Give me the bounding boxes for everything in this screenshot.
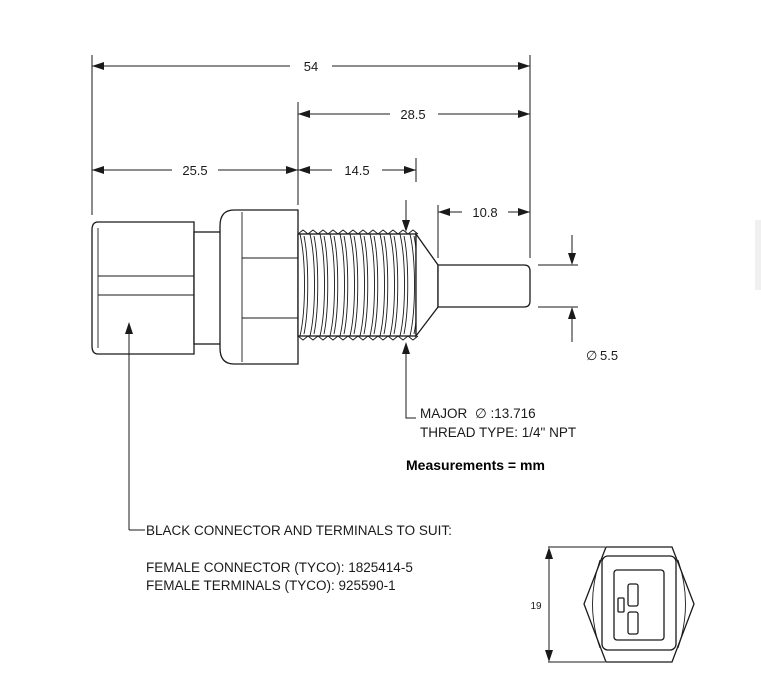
thread-crest xyxy=(357,229,369,235)
thread-ridge xyxy=(339,233,345,337)
thread-ridge xyxy=(319,233,325,337)
terminal-slot xyxy=(627,611,639,635)
thread-ridge xyxy=(373,235,379,335)
thread-crest xyxy=(327,229,339,235)
dim-probe-diameter-symbol: ∅ xyxy=(586,348,597,363)
dim-connector-length: 25.5 xyxy=(182,163,207,178)
major-diameter-value: :13.716 xyxy=(491,406,536,421)
connector-note-heading: BLACK CONNECTOR AND TERMINALS TO SUIT: xyxy=(146,523,452,538)
thread-crest xyxy=(327,335,339,341)
thread-crest xyxy=(387,229,399,235)
dim-probe-length: 10.8 xyxy=(472,205,497,220)
thread-crest xyxy=(347,335,359,341)
thread-note: MAJOR ∅ :13.716 THREAD TYPE: 1/4" NPT Me… xyxy=(406,406,576,473)
thread-crest xyxy=(337,229,349,235)
thread-ridge xyxy=(399,233,405,337)
thread-crest xyxy=(307,229,319,235)
terminal-slot xyxy=(627,583,639,607)
thread-crest xyxy=(347,229,359,235)
thread-type: THREAD TYPE: 1/4" NPT xyxy=(420,425,576,440)
thread-ridge xyxy=(309,233,315,337)
thread-ridge xyxy=(313,235,319,335)
thread-section xyxy=(297,229,419,341)
connector-neck xyxy=(193,231,223,345)
connector-end-view: 19 xyxy=(530,546,695,663)
thread-ridge xyxy=(323,235,329,335)
hex-nut xyxy=(219,209,299,365)
thread-ridge xyxy=(409,233,415,337)
female-terminals-part: FEMALE TERMINALS (TYCO): 925590-1 xyxy=(146,578,396,593)
sensor-side-view xyxy=(91,209,531,365)
thread-crest xyxy=(317,335,329,341)
thread-ridge xyxy=(393,235,399,335)
thread-taper xyxy=(415,231,439,338)
major-diameter-symbol: ∅ xyxy=(475,406,487,421)
probe-tip xyxy=(437,264,531,308)
thread-ridge xyxy=(349,233,355,337)
dim-overall-length: 54 xyxy=(304,59,318,74)
thread-ridge xyxy=(299,233,305,337)
dim-probe-diameter: 5.5 xyxy=(600,348,618,363)
connector-plug xyxy=(613,569,665,641)
thread-crest xyxy=(357,335,369,341)
thread-ridge xyxy=(359,233,365,337)
units-note: Measurements = mm xyxy=(406,457,545,473)
connector-body xyxy=(91,221,195,355)
thread-crest xyxy=(317,229,329,235)
thread-ridge xyxy=(379,233,385,337)
thread-crest xyxy=(397,335,409,341)
thread-crest xyxy=(377,335,389,341)
thread-crest xyxy=(377,229,389,235)
svg-text:MAJOR ∅ :13.716: MAJOR ∅ :13.716 xyxy=(420,406,536,421)
thread-ridge xyxy=(363,235,369,335)
thread-crest xyxy=(407,229,419,235)
female-connector-part: FEMALE CONNECTOR (TYCO): 1825414-5 xyxy=(146,560,413,575)
dim-thread-length: 14.5 xyxy=(344,163,369,178)
locking-tab xyxy=(617,597,625,613)
dim-thread-probe-length: 28.5 xyxy=(400,107,425,122)
thread-ridge xyxy=(403,235,409,335)
thread-ridge xyxy=(369,233,375,337)
thread-ridge xyxy=(383,235,389,335)
dimension-lines: 54 28.5 25.5 14.5 10.8 xyxy=(91,55,618,419)
thread-ridge xyxy=(329,233,335,337)
dim-connector-height: 19 xyxy=(530,601,542,612)
thread-crest xyxy=(407,335,419,341)
major-diameter-label: MAJOR xyxy=(420,406,468,421)
thread-crest xyxy=(297,229,309,235)
thread-ridge xyxy=(353,235,359,335)
thread-ridge xyxy=(343,235,349,335)
thread-crest xyxy=(367,229,379,235)
thread-crest xyxy=(297,335,309,341)
connector-note: BLACK CONNECTOR AND TERMINALS TO SUIT: F… xyxy=(125,322,452,593)
thread-ridge xyxy=(333,235,339,335)
thread-ridge xyxy=(303,235,309,335)
page-edge-shadow xyxy=(755,220,761,290)
thread-crest xyxy=(397,229,409,235)
thread-crest xyxy=(367,335,379,341)
thread-crest xyxy=(307,335,319,341)
thread-crest xyxy=(387,335,399,341)
thread-ridge xyxy=(389,233,395,337)
thread-crest xyxy=(337,335,349,341)
